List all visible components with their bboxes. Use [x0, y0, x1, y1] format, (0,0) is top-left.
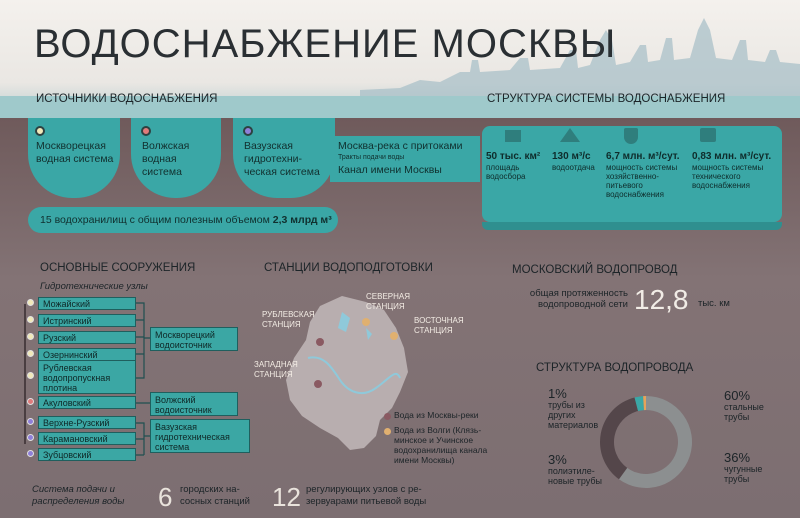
- node-dot-icon: [27, 350, 34, 357]
- stat-label: мощность системы хозяйственно-питьевого …: [606, 163, 678, 199]
- area-icon: [505, 130, 521, 142]
- source-moskvoretskaya: Москворецкая водная система: [28, 118, 120, 198]
- stat-value: 50 тыс. км²: [486, 151, 541, 162]
- source-dot-icon: [35, 126, 45, 136]
- chart-title: СТРУКТУРА ВОДОПРОВОДА: [536, 362, 694, 374]
- regulator-count: 12: [272, 482, 301, 512]
- page-title: ВОДОСНАБЖЕНИЕ МОСКВЫ: [34, 22, 617, 66]
- node-dot-icon: [27, 450, 34, 457]
- reservoirs-bar: 15 водохранилищ с общим полезным объемом…: [28, 207, 338, 233]
- source-label: Вазузская гидротехни-ческая система: [244, 140, 320, 178]
- source-dot-icon: [141, 126, 151, 136]
- stat-drinking-capacity: 6,7 млн. м³/сут.мощность системы хозяйст…: [606, 151, 688, 200]
- group-vazuzskaya: Вазузская гидротехническая система: [150, 419, 250, 453]
- legend-volga-label: Вода из Волги (Клязь-минское и Учинское …: [394, 425, 488, 465]
- legend-moskva-label: Вода из Москвы-реки: [394, 410, 479, 420]
- pipeline-length-unit: тыс. км: [698, 298, 730, 309]
- water-band: [0, 96, 800, 120]
- regulator-label: регулирующих узлов с ре-зервуарами питье…: [306, 484, 427, 507]
- supply-channel: [330, 136, 480, 182]
- facilities-heading: ОСНОВНЫЕ СООРУЖЕНИЯ: [40, 262, 196, 274]
- station-severnaya-label: СЕВЕРНАЯ СТАНЦИЯ: [366, 292, 411, 311]
- node-akulovsky: Акуловский: [38, 396, 136, 409]
- node-dot-icon: [27, 434, 34, 441]
- nodes-connector-line: [24, 304, 26, 444]
- stat-value: 130 м³/с: [552, 151, 591, 162]
- node-rublevskaya-dam: Рублевская водопропускная плотина: [38, 360, 136, 394]
- source-vazuzskaya: Вазузская гидротехни-ческая система: [233, 118, 335, 198]
- stat-technical-capacity: 0,83 млн. м³/сут.мощность системы технич…: [692, 151, 780, 191]
- nodes-bracket-lines: [136, 302, 154, 456]
- station-vostochnaya-label: ВОСТОЧНАЯ СТАНЦИЯ: [414, 316, 464, 335]
- node-mozhaisky: Можайский: [38, 297, 136, 310]
- node-dot-icon: [27, 398, 34, 405]
- stat-value: 0,83 млн. м³/сут.: [692, 151, 772, 162]
- pipeline-heading: МОСКОВСКИЙ ВОДОПРОВОД: [512, 264, 678, 276]
- slice-pe-label: полиэтиле-новые трубы: [548, 466, 602, 486]
- group-moskvoretsky: Москворецкий водоисточник: [150, 327, 238, 351]
- moscow-map: [286, 296, 408, 450]
- slice-pe-arc: [634, 396, 644, 412]
- stations-heading: СТАНЦИИ ВОДОПОДГОТОВКИ: [264, 262, 433, 274]
- source-label: Москворецкая водная система: [36, 140, 114, 165]
- stat-label: площадь водосбора: [486, 163, 526, 181]
- river-link-label: Москва-река с притоками: [338, 140, 463, 152]
- node-zubtsovsky: Зубцовский: [38, 448, 136, 461]
- kremlin-skyline-illustration: [360, 18, 800, 110]
- stat-label: водоотдача: [552, 163, 595, 172]
- supply-tracts-note: Тракты подачи воды: [338, 154, 405, 161]
- station-rublevskaya-label: РУБЛЕВСКАЯ СТАНЦИЯ: [262, 310, 315, 329]
- slice-pe-value: 3%: [548, 452, 567, 467]
- source-volzhskaya: Волжская водная система: [131, 118, 221, 198]
- pump-label: городских на-сосных станций: [180, 484, 250, 507]
- slice-other-arc: [643, 396, 646, 411]
- node-verkhne-ruzsky: Верхне-Рузский: [38, 416, 136, 429]
- sources-heading: ИСТОЧНИКИ ВОДОСНАБЖЕНИЯ: [36, 93, 218, 105]
- facilities-subheading: Гидротехнические узлы: [40, 281, 148, 292]
- pipeline-length-value: 12,8: [634, 284, 689, 315]
- node-karamanovsky: Карамановский: [38, 432, 136, 445]
- tank-icon: [700, 128, 716, 142]
- source-dot-icon: [243, 126, 253, 136]
- node-ruzsky: Рузский: [38, 331, 136, 344]
- moskva-water-legend-icon: [384, 413, 391, 420]
- node-dot-icon: [27, 372, 34, 379]
- slice-iron-label: чугунные трубы: [724, 464, 763, 484]
- node-dot-icon: [27, 418, 34, 425]
- pipe-structure-donut: [600, 396, 692, 488]
- structure-heading: СТРУКТУРА СИСТЕМЫ ВОДОСНАБЖЕНИЯ: [487, 93, 726, 105]
- stat-label: мощность системы технического водоснабже…: [692, 163, 764, 190]
- pipeline-length-label: общая протяженность водопроводной сети: [529, 288, 628, 310]
- slice-iron-value: 36%: [724, 450, 751, 465]
- flask-icon: [624, 128, 638, 144]
- reservoirs-label: 15 водохранилищ с общим полезным объемом: [40, 214, 270, 226]
- stat-value: 6,7 млн. м³/сут.: [606, 151, 680, 162]
- slice-steel-arc: [618, 396, 692, 488]
- structure-panel-shadow: [482, 222, 782, 230]
- pump-count: 6: [158, 482, 173, 512]
- delivery-label: Система подачи и распределения воды: [32, 484, 125, 507]
- slice-steel-label: стальные трубы: [724, 402, 764, 422]
- node-dot-icon: [27, 333, 34, 340]
- slice-steel-value: 60%: [724, 388, 751, 403]
- group-volzhsky: Волжский водоисточник: [150, 392, 238, 416]
- volga-water-legend-icon: [384, 428, 391, 435]
- station-zapadnaya-label: ЗАПАДНАЯ СТАНЦИЯ: [254, 360, 298, 379]
- slice-other-label: трубы из других материалов: [548, 400, 599, 430]
- node-dot-icon: [27, 316, 34, 323]
- node-istrinsky: Истринский: [38, 314, 136, 327]
- flow-icon: [560, 128, 580, 142]
- source-label: Волжская водная система: [142, 140, 190, 178]
- node-dot-icon: [27, 299, 34, 306]
- canal-link-label: Канал имени Москвы: [338, 164, 442, 176]
- reservoirs-value: 2,3 млрд м³: [272, 214, 332, 226]
- slice-iron-arc: [600, 397, 639, 480]
- slice-other-value: 1%: [548, 386, 567, 401]
